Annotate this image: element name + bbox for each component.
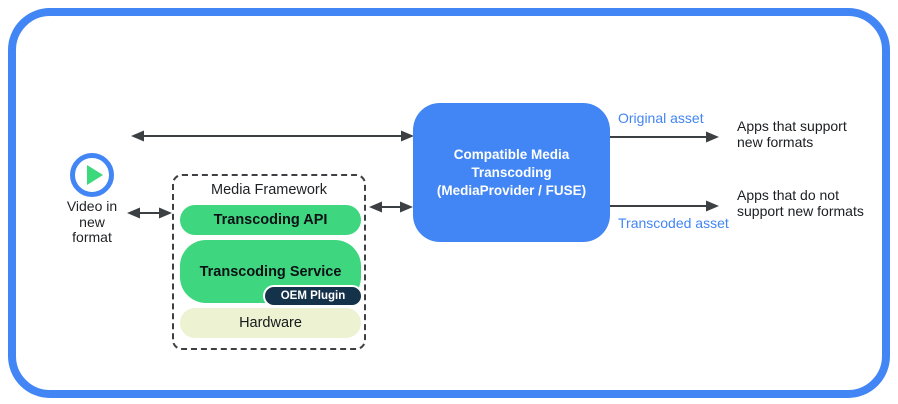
oem-plugin-badge: OEM Plugin bbox=[263, 285, 363, 307]
diagram-rounded-frame bbox=[8, 8, 890, 398]
video-source-label: Video in new format bbox=[66, 198, 118, 245]
transcoding-api-layer: Transcoding API bbox=[180, 205, 361, 235]
media-framework-title: Media Framework bbox=[210, 182, 328, 198]
hardware-layer: Hardware bbox=[180, 308, 361, 338]
apps-no-support-label: Apps that do not support new formats bbox=[737, 187, 864, 219]
transcoded-asset-flow-label: Transcoded asset bbox=[618, 215, 729, 231]
original-asset-flow-label: Original asset bbox=[618, 110, 704, 126]
media-framework-box bbox=[172, 174, 366, 350]
compatible-media-transcoding-node: Compatible Media Transcoding (MediaProvi… bbox=[413, 103, 610, 242]
apps-support-label: Apps that support new formats bbox=[737, 118, 847, 150]
play-icon bbox=[70, 153, 114, 197]
